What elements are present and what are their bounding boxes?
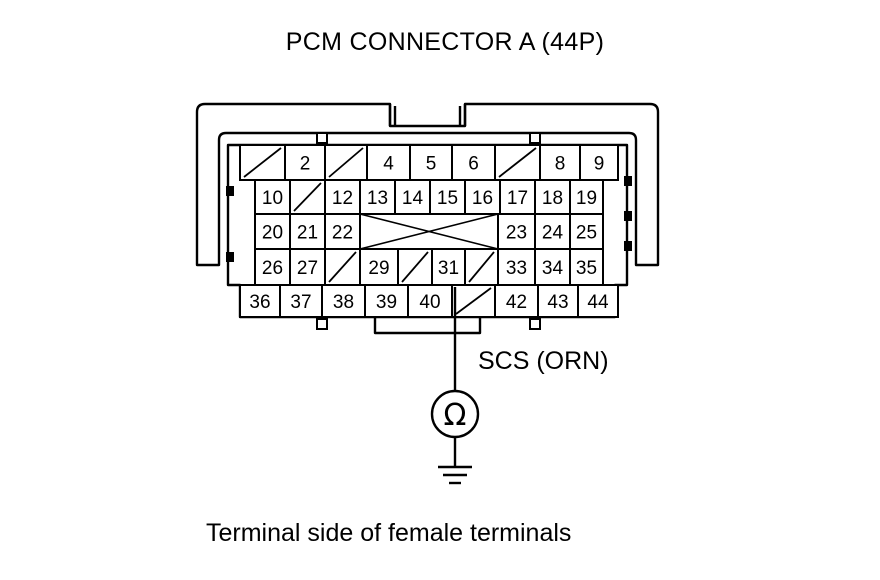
diagram-title: PCM CONNECTOR A (44P) — [285, 28, 605, 56]
terminal-cell — [451, 144, 496, 181]
terminal-cell — [284, 144, 326, 181]
terminal-cell — [534, 179, 571, 215]
terminal-cell — [569, 248, 604, 286]
terminal-label: 27 — [297, 258, 318, 279]
terminal-label: 29 — [368, 258, 389, 279]
terminal-label: 43 — [547, 292, 568, 313]
terminal-cell — [534, 248, 571, 286]
terminal-cell — [537, 284, 579, 318]
unused-terminal-slash — [401, 251, 429, 283]
diagram-caption: Terminal side of female terminals — [206, 519, 572, 547]
terminal-label: 13 — [367, 188, 388, 209]
unused-terminal-slash — [455, 287, 492, 315]
terminal-label: 18 — [542, 188, 563, 209]
terminal-label: 44 — [587, 292, 609, 313]
terminal-label: 31 — [438, 258, 459, 279]
unused-terminal-slash — [293, 182, 322, 212]
terminal-label: 33 — [506, 258, 527, 279]
terminal-label: 24 — [542, 223, 564, 244]
unused-terminal-slash — [328, 147, 364, 178]
terminal-cell — [359, 179, 396, 215]
terminal-cell — [579, 144, 619, 181]
terminal-label: 4 — [383, 154, 394, 175]
connector-shell-outer — [195, 102, 660, 267]
terminal-label: 39 — [376, 292, 397, 313]
terminal-label: 25 — [576, 223, 597, 244]
terminal-cell — [569, 213, 604, 250]
terminal-cell — [324, 179, 361, 215]
terminal-cell — [279, 284, 323, 318]
terminal-label: 14 — [402, 188, 424, 209]
terminal-cell — [364, 284, 409, 318]
terminal-label: 15 — [437, 188, 458, 209]
terminal-label: 42 — [506, 292, 527, 313]
terminal-label: 26 — [262, 258, 283, 279]
terminal-label: 21 — [297, 223, 318, 244]
terminal-label: 5 — [426, 154, 437, 175]
terminal-label: 34 — [542, 258, 564, 279]
terminal-label: 12 — [332, 188, 353, 209]
terminal-cell — [569, 179, 604, 215]
terminal-cell — [324, 213, 361, 250]
terminal-label: 16 — [472, 188, 493, 209]
terminal-cell — [429, 179, 466, 215]
terminal-label: 40 — [419, 292, 440, 313]
unused-terminal-slash — [468, 251, 495, 283]
terminal-label: 17 — [507, 188, 528, 209]
wire-label: SCS (ORN) — [478, 347, 609, 375]
terminal-label: 2 — [300, 154, 311, 175]
terminal-label: 6 — [468, 154, 479, 175]
terminal-label: 8 — [555, 154, 566, 175]
terminal-label: 23 — [506, 223, 527, 244]
connector-latch — [388, 104, 467, 126]
terminal-label: 22 — [332, 223, 353, 244]
terminal-label: 19 — [576, 188, 597, 209]
unused-terminal-slash — [328, 251, 357, 283]
terminal-label: 38 — [333, 292, 354, 313]
terminal-label: 10 — [262, 188, 283, 209]
terminal-label: 20 — [262, 223, 283, 244]
terminal-cell — [577, 284, 619, 318]
ohm-symbol: Ω — [444, 398, 467, 433]
unused-terminal-slash — [498, 147, 537, 178]
terminal-cell — [254, 213, 291, 250]
terminal-label: 35 — [576, 258, 597, 279]
unused-terminal-slash — [243, 147, 282, 178]
terminal-label: 9 — [594, 154, 605, 175]
terminal-label: 37 — [290, 292, 311, 313]
terminal-label: 36 — [249, 292, 270, 313]
lock-tabs — [226, 176, 632, 262]
terminal-cell — [239, 284, 281, 318]
connector-bottom-key — [373, 317, 482, 335]
terminal-cell — [534, 213, 571, 250]
